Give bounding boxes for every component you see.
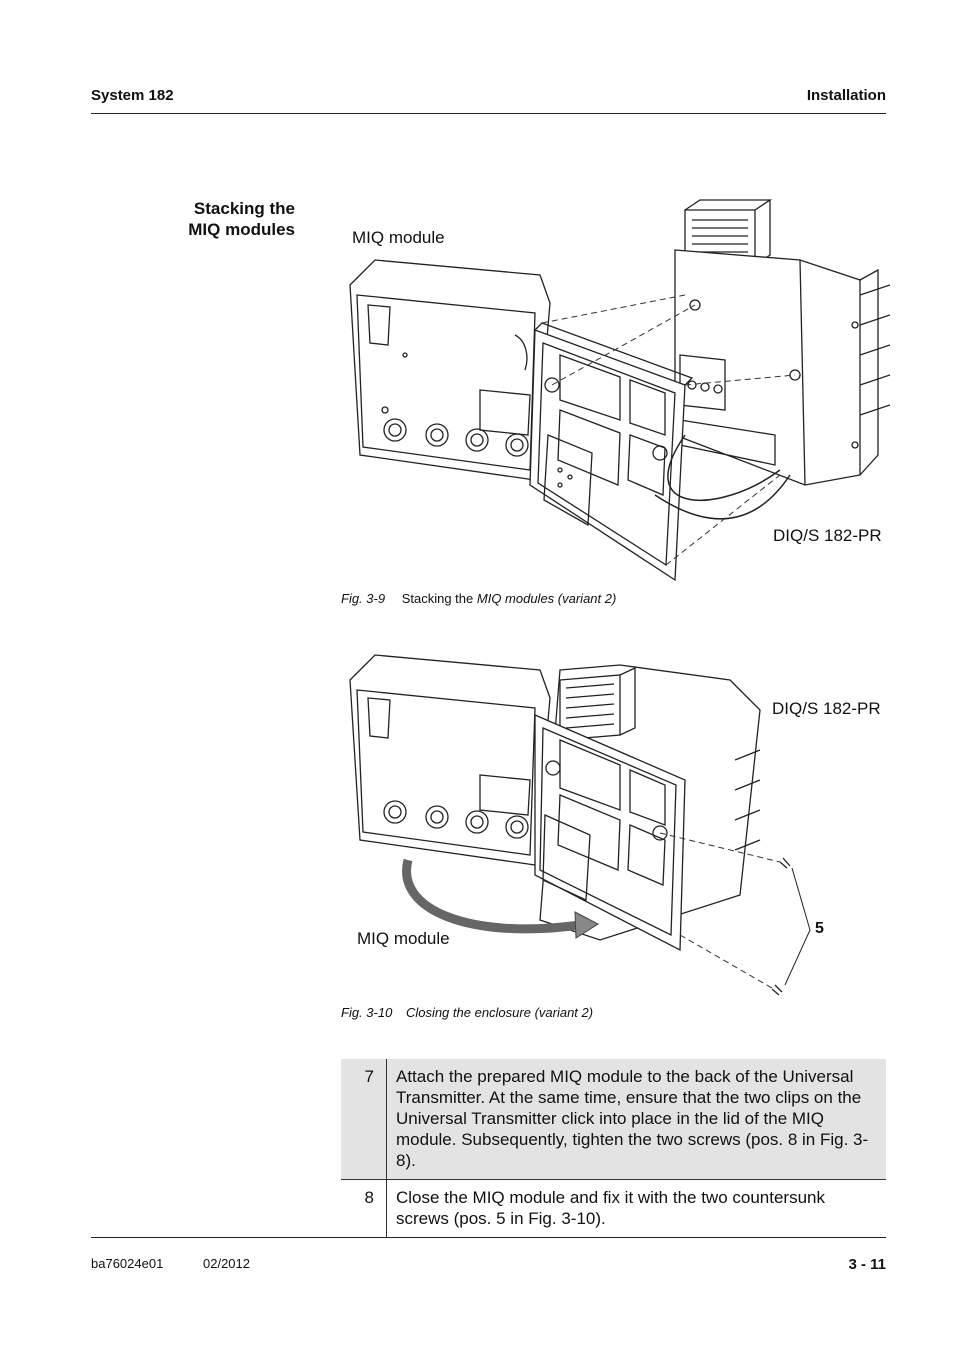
miq-module-box-drawing (349, 654, 551, 866)
figure1-drawing (349, 199, 891, 582)
footer-rule (91, 1237, 886, 1238)
figure1-label-diq-device: DIQ/S 182-PR (773, 526, 882, 545)
step-text: Close the MIQ module and fix it with the… (386, 1179, 886, 1237)
figure-closing-enclosure (340, 640, 811, 1000)
step-number: 8 (341, 1179, 387, 1237)
figure1-caption-number: Fig. 3-9 (341, 591, 386, 606)
section-title-line2: MIQ modules (188, 220, 295, 239)
figure2-caption-text: Closing the enclosure (variant 2) (405, 1005, 594, 1020)
figure2-label-miq-module: MIQ module (357, 929, 450, 948)
miq-module-lid-drawing (529, 322, 694, 582)
footer-doc-id: ba76024e01 (91, 1256, 164, 1271)
step-number: 7 (341, 1059, 387, 1180)
footer-page-number: 3 - 11 (848, 1256, 886, 1273)
figure2-drawing (349, 654, 811, 996)
callout-line-5 (784, 867, 811, 986)
header-left: System 182 (91, 87, 174, 104)
miq-module-lid-closing-drawing (534, 714, 686, 952)
header-right: Installation (806, 87, 886, 104)
header-rule (91, 113, 886, 114)
closing-arrow-drawing (402, 858, 599, 939)
figure1-caption-text: Stacking the (401, 591, 474, 606)
figure1-caption: Fig. 3-9 Stacking the MIQ modules (varia… (341, 591, 616, 606)
step-row: 7 Attach the prepared MIQ module to the … (341, 1059, 886, 1180)
steps-table: 7 Attach the prepared MIQ module to the … (341, 1059, 886, 1237)
figure-stacking-modules (330, 195, 891, 585)
figure2-label-diq-device: DIQ/S 182-PR (772, 699, 881, 718)
section-title-line1: Stacking the (193, 199, 295, 218)
figure2-position-label: 5 (815, 920, 824, 937)
section-title: Stacking the MIQ modules (188, 198, 295, 240)
footer-date: 02/2012 (203, 1256, 250, 1271)
figure2-caption-number: Fig. 3-10 (341, 1005, 393, 1020)
screw-icon (771, 857, 791, 996)
figure1-label-miq-module: MIQ module (352, 228, 445, 247)
step-text: Attach the prepared MIQ module to the ba… (386, 1059, 886, 1180)
figure1-caption-italic: MIQ modules (variant 2) (476, 591, 617, 606)
diq-device-drawing (674, 199, 891, 486)
miq-module-open-drawing (349, 259, 551, 481)
figure2-caption: Fig. 3-10 Closing the enclosure (variant… (341, 1005, 593, 1020)
step-row: 8 Close the MIQ module and fix it with t… (341, 1179, 886, 1237)
